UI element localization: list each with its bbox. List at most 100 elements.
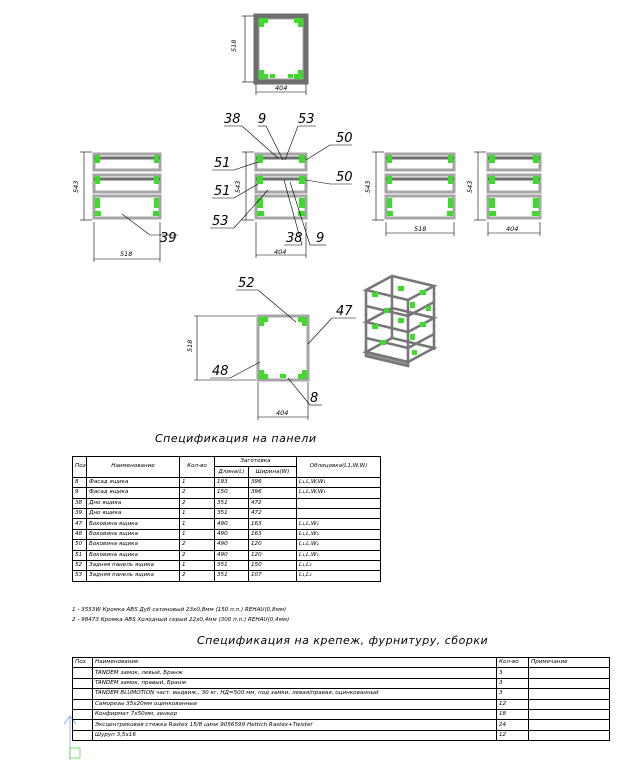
cell-edging: L₁,L,W₁ bbox=[296, 539, 382, 551]
cell-edging: L₁,L₂ bbox=[296, 570, 382, 582]
cell-length: 490 bbox=[214, 549, 249, 561]
cell-name: Задняя панель ящика bbox=[86, 570, 180, 582]
cell-pos bbox=[72, 688, 93, 700]
cell-note bbox=[528, 677, 610, 690]
cell-name: Боковина ящика bbox=[86, 518, 180, 530]
cell-name: Фасад ящика bbox=[86, 487, 180, 499]
cell-pos: 51 bbox=[72, 549, 87, 561]
cell-name: Конфирмат 7х50мм, зенкер bbox=[92, 708, 497, 721]
table-row: TANDEM BLUMOTION част. выдвиж., 30 кг, Н… bbox=[72, 688, 610, 700]
cell-name: TANDEM замок, правый, Бранж bbox=[92, 677, 497, 690]
hardware-spec-title: Спецификация на крепеж, фурнитуру, сборк… bbox=[197, 634, 489, 647]
bottom-view bbox=[194, 289, 356, 420]
callout-51: 51 bbox=[214, 184, 231, 199]
cell-qty: 1 bbox=[179, 559, 215, 572]
cell-name: Фасад ящика bbox=[86, 476, 180, 489]
cell-pos bbox=[72, 729, 93, 742]
dim-right2-height: 543 bbox=[466, 181, 474, 193]
cell-pos: 48 bbox=[72, 528, 87, 541]
cell-name: Дно ящика bbox=[86, 507, 180, 520]
cell-name: Боковина ящика bbox=[86, 539, 180, 551]
cell-width: 163 bbox=[247, 528, 298, 541]
cell-qty: 1 bbox=[179, 518, 215, 530]
cell-edging: L₁,L,W₁ bbox=[296, 549, 382, 561]
cell-pos bbox=[72, 719, 93, 731]
fittings-top bbox=[259, 18, 303, 79]
cell-width: 120 bbox=[247, 539, 298, 551]
hw-header-name: Наименование bbox=[92, 656, 497, 669]
dim-right1-width: 518 bbox=[414, 225, 426, 233]
cell-pos bbox=[72, 708, 93, 721]
cell-width: 472 bbox=[247, 507, 298, 520]
callout-39: 39 bbox=[160, 231, 177, 246]
header-edging: Облицовка(L1,W,W) bbox=[296, 456, 382, 478]
cell-qty: 2 bbox=[179, 497, 215, 509]
right-view-1 bbox=[372, 151, 456, 236]
cell-pos: 38 bbox=[72, 497, 87, 509]
dim-top-height: 518 bbox=[230, 40, 238, 52]
cell-pos bbox=[72, 698, 93, 710]
cell-length: 193 bbox=[214, 476, 249, 489]
header-name: Наименование bbox=[86, 456, 180, 478]
panels-note-1: 1 - 3553W Кромка ABS Дуб сатиновый 23х0,… bbox=[72, 607, 287, 613]
hw-header-qty: Кол-во bbox=[496, 656, 529, 669]
cell-pos: 50 bbox=[72, 539, 87, 551]
cell-name: Боковина ящика bbox=[86, 549, 180, 561]
dim-bottom-width: 404 bbox=[276, 409, 288, 417]
callout-9: 9 bbox=[316, 231, 324, 246]
callout-53: 53 bbox=[298, 112, 315, 127]
cell-width: 396 bbox=[247, 487, 298, 499]
callout-8: 8 bbox=[310, 391, 318, 406]
header-qty: Кол-во bbox=[179, 456, 215, 478]
cell-name: TANDEM замок, левый, Бранж bbox=[92, 667, 497, 679]
header-blank: Заготовка bbox=[213, 455, 298, 468]
cell-qty: 18 bbox=[496, 708, 529, 721]
callout-48: 48 bbox=[212, 364, 229, 379]
cell-qty: 3 bbox=[496, 677, 529, 690]
callout-50: 50 bbox=[336, 131, 353, 146]
cell-note bbox=[528, 667, 610, 679]
panels-spec-table: Поз Наименование Кол-во Заготовка Облицо… bbox=[72, 455, 382, 582]
callout-9: 9 bbox=[258, 112, 266, 127]
cell-qty: 2 bbox=[179, 487, 215, 499]
callout-38: 38 bbox=[224, 112, 241, 127]
cell-width: 396 bbox=[247, 476, 298, 489]
cell-pos: 47 bbox=[72, 518, 87, 530]
cell-width: 120 bbox=[247, 549, 298, 561]
cell-name: TANDEM BLUMOTION част. выдвиж., 30 кг, Н… bbox=[92, 688, 497, 700]
cell-qty: 3 bbox=[496, 667, 529, 679]
cell-qty: 1 bbox=[179, 528, 215, 541]
cell-note bbox=[528, 729, 610, 742]
panels-header-row: Поз Наименование Кол-во Заготовка Облицо… bbox=[72, 455, 382, 478]
dim-front-width: 404 bbox=[274, 248, 286, 256]
callout-52: 52 bbox=[238, 276, 255, 291]
hardware-spec-table: Поз Наименование Кол-во Примечание TANDE… bbox=[72, 656, 610, 742]
hardware-header-row: Поз Наименование Кол-во Примечание bbox=[72, 656, 610, 669]
hw-header-pos: Поз bbox=[72, 656, 93, 669]
cell-edging bbox=[296, 507, 382, 520]
right-view-2 bbox=[474, 151, 542, 236]
cell-edging: L₁,L,W,W₁ bbox=[296, 476, 382, 489]
panels-note-2: 2 - 98473 Кромка ABS Холодный серый 22х0… bbox=[72, 617, 290, 623]
header-length: Длина(L) bbox=[214, 466, 249, 478]
cell-name: Дно ящика bbox=[86, 497, 180, 509]
cell-length: 351 bbox=[214, 570, 249, 582]
dim-top-width: 404 bbox=[275, 84, 287, 92]
cell-width: 472 bbox=[247, 497, 298, 509]
left-view bbox=[80, 151, 178, 262]
cell-qty: 12 bbox=[496, 729, 529, 742]
top-view bbox=[242, 13, 309, 95]
callout-38: 38 bbox=[286, 231, 303, 246]
isometric-view bbox=[362, 274, 438, 368]
cell-edging: L₁,L₂ bbox=[296, 559, 382, 572]
